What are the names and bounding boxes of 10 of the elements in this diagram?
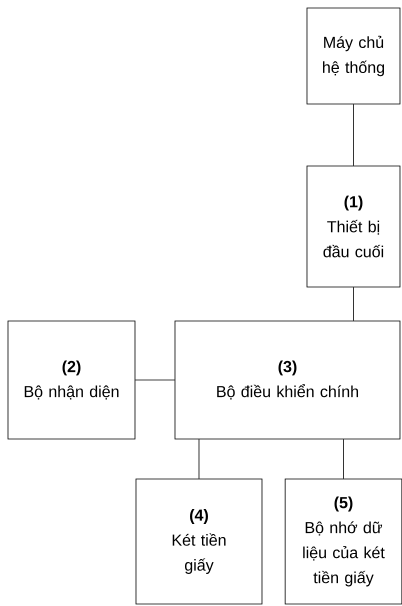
- connector-line: [353, 104, 354, 166]
- process-box: (5) Bộ nhớ dữ liệu của két tiền giấy: [284, 478, 402, 604]
- connector-line: [198, 439, 200, 479]
- connector-line: [353, 287, 354, 321]
- process-box: Máy chủ hệ thống: [306, 8, 400, 104]
- process-box: (3) Bộ điều khiển chính: [174, 320, 400, 440]
- process-box: (2) Bộ nhận diện: [8, 320, 136, 440]
- connector-line: [343, 439, 344, 479]
- process-box: (4) Két tiền giấy: [136, 478, 262, 604]
- process-box: (1) Thiết bị đầu cuối: [306, 166, 400, 288]
